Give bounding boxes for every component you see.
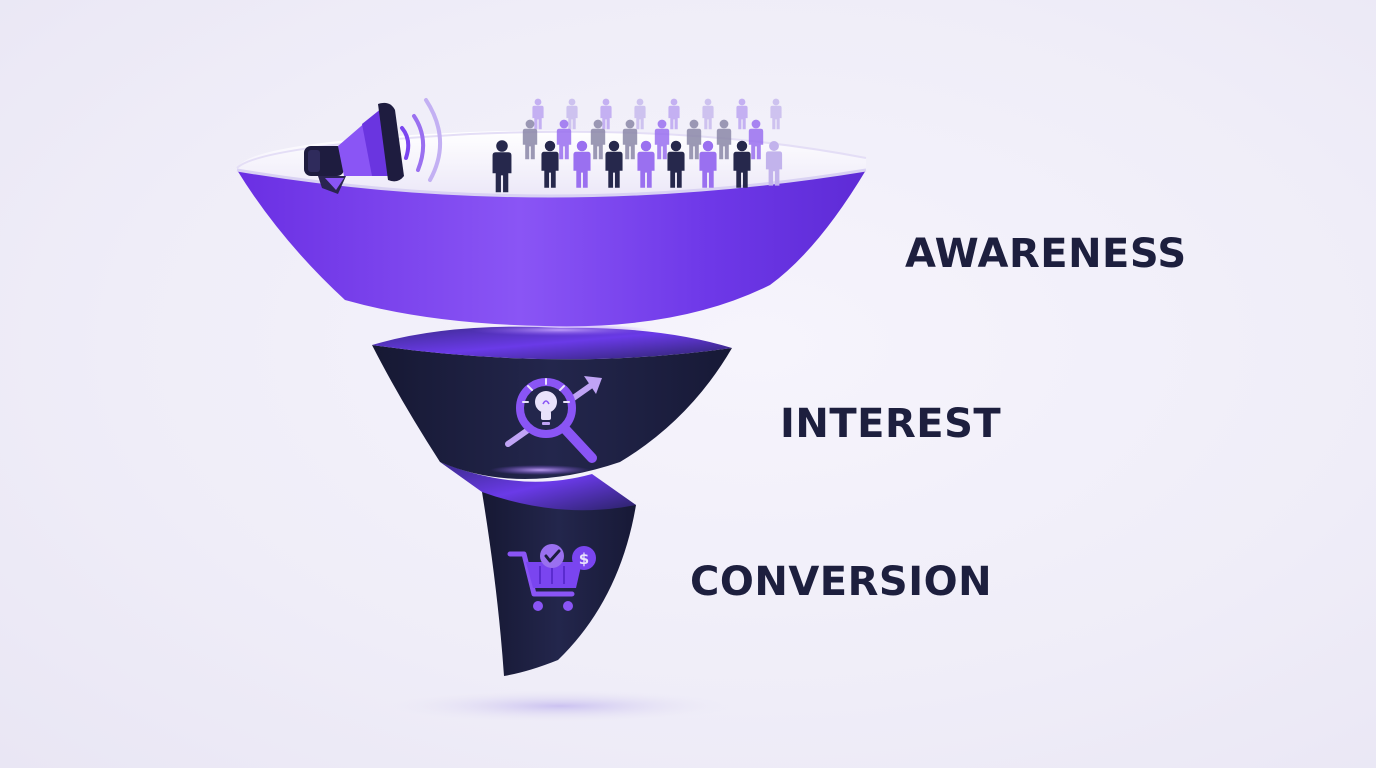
funnel-twist-upper — [372, 326, 732, 360]
person-figure — [600, 98, 612, 130]
person-figure — [699, 140, 717, 188]
person-figure — [736, 98, 748, 130]
shopping-cart-check-dollar-icon: $ — [507, 544, 596, 611]
person-figure — [590, 119, 606, 160]
person-figure — [716, 119, 732, 160]
person-figure — [637, 140, 655, 188]
person-figure — [634, 98, 646, 130]
megaphone-icon — [304, 98, 442, 194]
lightbulb-magnifier-icon — [505, 376, 602, 463]
person-figure — [622, 119, 638, 160]
person-figure — [522, 119, 538, 160]
person-figure — [686, 119, 702, 160]
svg-text:$: $ — [579, 550, 589, 568]
stage-label-interest: INTEREST — [780, 401, 1002, 447]
person-figure — [748, 119, 764, 160]
funnel-glow-lower — [490, 465, 590, 475]
person-figure — [702, 98, 714, 130]
person-figure — [492, 140, 512, 193]
funnel-twist-lower — [440, 462, 636, 511]
person-figure — [541, 140, 559, 188]
person-figure — [605, 140, 623, 188]
person-figure — [573, 140, 591, 188]
person-figure — [667, 140, 685, 188]
person-figure — [556, 119, 572, 160]
stage-label-conversion: CONVERSION — [690, 559, 993, 605]
funnel-glow-upper — [470, 324, 650, 336]
person-figure — [668, 98, 680, 130]
person-figure — [532, 98, 544, 130]
person-figure — [765, 141, 783, 186]
funnel-segment-awareness — [237, 170, 866, 327]
person-figure — [733, 140, 751, 188]
person-figure — [566, 98, 578, 130]
person-figure — [654, 119, 670, 160]
person-figure — [770, 98, 782, 130]
stage-label-awareness: AWARENESS — [905, 231, 1187, 277]
crowd-icon — [492, 98, 783, 193]
floor-shadow — [390, 690, 730, 722]
